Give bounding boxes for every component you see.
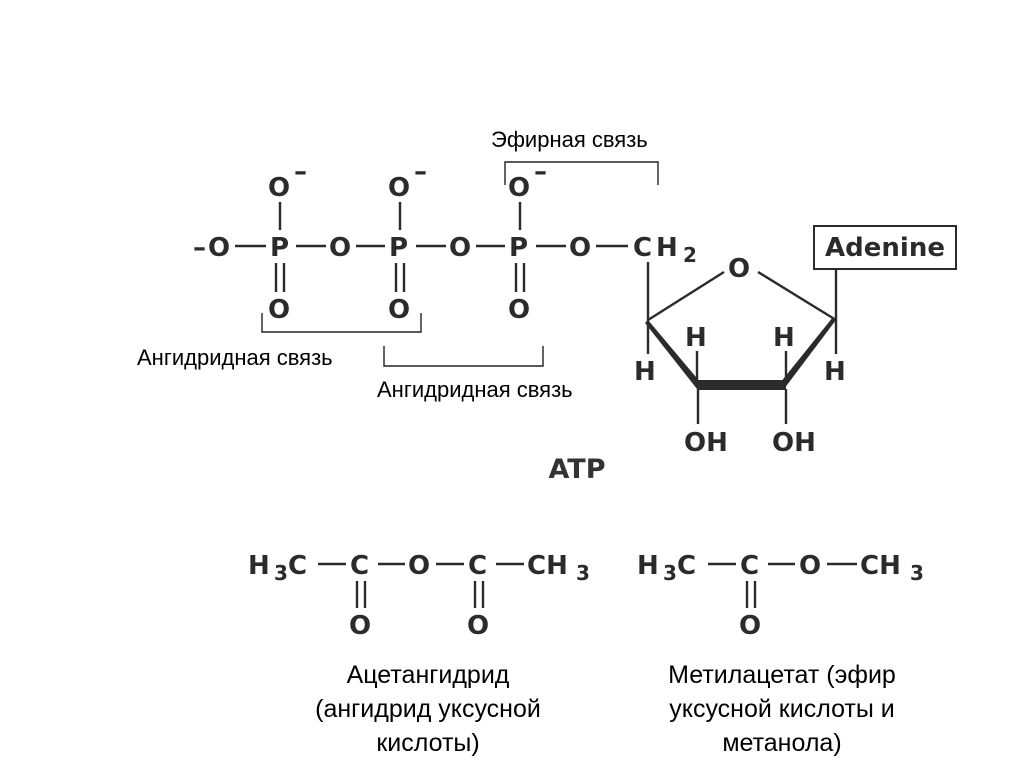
anhydride-bracket-2 <box>383 346 544 367</box>
oxygen-ester: O <box>569 233 591 263</box>
ma-caption-line-1: Метилацетат (эфир <box>668 661 896 689</box>
adenine-label: Adenine <box>825 233 945 263</box>
oxygen-p3-top: O <box>508 173 530 203</box>
molecule-title-atp: ATP <box>548 454 605 485</box>
aa-ch3: CH <box>527 551 568 581</box>
aa-carbonyl-carbon-2: C <box>468 551 487 581</box>
ma-caption-line-3: метанола) <box>722 729 841 757</box>
anhydride-label-2: Ангидридная связь <box>377 377 573 402</box>
bond-annotations: Эфирная связь Ангидридная связь Ангидрид… <box>137 127 659 485</box>
aa-caption-line-2: (ангидрид уксусной <box>315 695 541 723</box>
ma-caption-line-2: уксусной кислоты и <box>669 695 895 723</box>
hydroxyl-c2: OH <box>772 428 816 458</box>
charge-minus-terminal: – <box>193 233 206 263</box>
hydroxyl-c3: OH <box>684 428 728 458</box>
aa-ch3-subscript: 3 <box>576 561 590 585</box>
aa-h3c-subscript: 3 <box>274 561 288 585</box>
aa-carbonyl-carbon-1: C <box>350 551 369 581</box>
oxygen-bridge-2: O <box>449 233 471 263</box>
charge-minus-p1: – <box>294 157 307 187</box>
ester-bond-bracket <box>504 161 659 185</box>
oxygen-terminal: O <box>208 233 230 263</box>
ma-h3c-hydrogen: H <box>637 551 659 581</box>
ribose-ring: O H H H H OH OH Adenine <box>634 225 957 458</box>
phosphorus-1: P <box>270 233 289 263</box>
aa-carbonyl-oxygen-2: O <box>467 611 489 641</box>
ma-ester-oxygen: O <box>799 551 821 581</box>
ma-carbonyl-oxygen: O <box>739 611 761 641</box>
aa-caption-line-1: Ацетангидрид <box>347 661 510 689</box>
oxygen-p2-top: O <box>388 173 410 203</box>
ma-h3c-carbon: C <box>677 551 696 581</box>
ester-bond-label: Эфирная связь <box>491 127 648 152</box>
aa-carbonyl-oxygen-1: O <box>349 611 371 641</box>
hydrogen-c4: H <box>634 357 656 387</box>
aa-caption-line-3: кислоты) <box>376 729 479 757</box>
ma-ch3: CH <box>860 551 901 581</box>
ring-oxygen: O <box>728 254 750 284</box>
ma-carbonyl-carbon: C <box>740 551 759 581</box>
oxygen-bridge-1: O <box>329 233 351 263</box>
methyl-acetate-structure: H 3 C C O O CH 3 Метилацетат (эфир уксус… <box>637 551 924 757</box>
hydrogen-c3: H <box>685 323 707 353</box>
bond-c3-c2-bold <box>697 380 786 390</box>
charge-minus-p3: – <box>534 157 547 187</box>
acetic-anhydride-structure: H 3 C C O O C O CH 3 Ацетангидрид (ангид… <box>248 551 590 757</box>
hydrogen-c2: H <box>773 323 795 353</box>
bond-ring-o-c1 <box>757 270 837 322</box>
bond-c4-ring-o <box>647 270 725 322</box>
charge-minus-p2: – <box>414 157 427 187</box>
oxygen-p1-bottom: O <box>268 295 290 325</box>
ma-ch3-subscript: 3 <box>910 561 924 585</box>
aa-bridge-oxygen: O <box>408 551 430 581</box>
bond-c1-c2-wedge <box>780 317 836 389</box>
adenine-box <box>813 225 957 270</box>
bond-c4-c3-wedge <box>645 320 701 389</box>
phosphorus-2: P <box>389 233 408 263</box>
aa-h3c-carbon: C <box>288 551 307 581</box>
anhydride-bracket-1 <box>261 313 422 333</box>
ma-h3c-subscript: 3 <box>663 561 677 585</box>
phosphorus-3: P <box>509 233 528 263</box>
oxygen-p2-bottom: O <box>388 295 410 325</box>
anhydride-label-1: Ангидридная связь <box>137 345 333 370</box>
ch2-hydrogen: H <box>656 233 678 263</box>
oxygen-p3-bottom: O <box>508 295 530 325</box>
triphosphate-chain: – O P O – O O P O – O O P O – O <box>193 157 697 325</box>
oxygen-p1-top: O <box>268 173 290 203</box>
ch2-subscript: 2 <box>683 243 697 267</box>
aa-h3c-hydrogen: H <box>248 551 270 581</box>
ch2-carbon: C <box>633 233 652 263</box>
hydrogen-c1: H <box>824 357 846 387</box>
